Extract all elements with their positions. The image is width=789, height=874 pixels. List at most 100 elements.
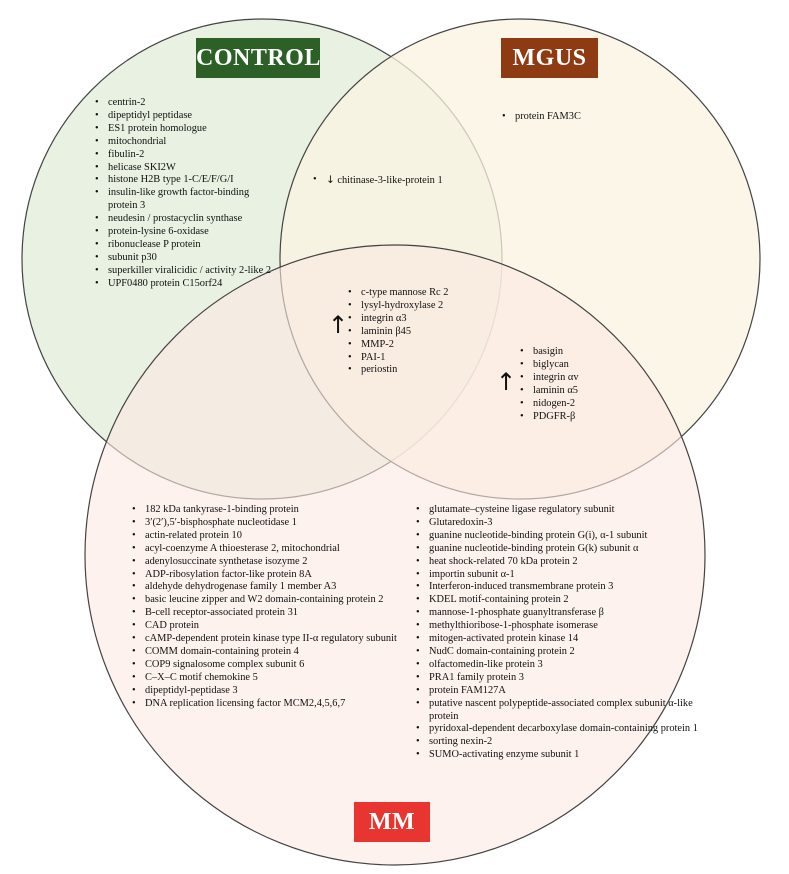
up-arrow-icon: ↑ bbox=[496, 368, 517, 396]
protein-item: 3′(2′),5′-bisphosphate nucleotidase 1 bbox=[131, 517, 407, 530]
protein-item: UPF0480 protein C15orf24 bbox=[94, 278, 280, 291]
control-mgus-list: ↓ chitinase-3-like-protein 1 bbox=[312, 174, 502, 188]
protein-name: methylthioribose-1-phosphate isomerase bbox=[429, 620, 598, 632]
protein-item: COMM domain-containing protein 4 bbox=[131, 646, 407, 659]
protein-item: mitogen-activated protein kinase 14 bbox=[415, 633, 715, 646]
protein-name: helicase SKI2W bbox=[108, 161, 176, 173]
protein-item: acyl-coenzyme A thioesterase 2, mitochon… bbox=[131, 543, 407, 556]
protein-name: C–X–C motif chemokine 5 bbox=[145, 671, 258, 683]
protein-item: heat shock-related 70 kDa protein 2 bbox=[415, 556, 715, 569]
protein-name: ES1 protein homologue bbox=[108, 122, 207, 134]
protein-item: SUMO-activating enzyme subunit 1 bbox=[415, 749, 715, 762]
protein-name: 3′(2′),5′-bisphosphate nucleotidase 1 bbox=[145, 516, 297, 528]
protein-item: fibulin-2 bbox=[94, 149, 280, 162]
protein-item: aldehyde dehydrogenase family 1 member A… bbox=[131, 581, 407, 594]
protein-name: periostin bbox=[361, 364, 398, 376]
protein-item: guanine nucleotide-binding protein G(i),… bbox=[415, 530, 715, 543]
protein-name: ADP-ribosylation factor-like protein 8A bbox=[145, 568, 312, 580]
protein-item: basic leucine zipper and W2 domain-conta… bbox=[131, 594, 407, 607]
protein-item: ADP-ribosylation factor-like protein 8A bbox=[131, 569, 407, 582]
protein-name: PRA1 family protein 3 bbox=[429, 671, 524, 683]
protein-name: mitogen-activated protein kinase 14 bbox=[429, 633, 579, 645]
mm-only-list-right: glutamate–cysteine ligase regulatory sub… bbox=[415, 504, 715, 762]
mm-label: MM bbox=[354, 802, 430, 842]
protein-name: insulin-like growth factor-binding prote… bbox=[108, 187, 250, 212]
protein-name: sorting nexin-2 bbox=[429, 736, 493, 748]
protein-name: chitinase-3-like-protein 1 bbox=[337, 175, 443, 186]
protein-item: integrin αv bbox=[519, 372, 649, 385]
protein-item: protein FAM127A bbox=[415, 685, 715, 698]
protein-name: putative nascent polypeptide-associated … bbox=[429, 697, 693, 722]
protein-item: sorting nexin-2 bbox=[415, 736, 715, 749]
protein-item: CAD protein bbox=[131, 620, 407, 633]
protein-item: NudC domain-containing protein 2 bbox=[415, 646, 715, 659]
protein-name: cAMP-dependent protein kinase type II-α … bbox=[145, 633, 397, 645]
protein-name: Glutaredoxin-3 bbox=[429, 516, 493, 528]
protein-item: ↓ chitinase-3-like-protein 1 bbox=[312, 174, 502, 188]
protein-name: CAD protein bbox=[145, 620, 199, 632]
protein-item: pyridoxal-dependent decarboxylase domain… bbox=[415, 723, 715, 736]
mgus-mm-list: basiginbiglycanintegrin αvlaminin α5nido… bbox=[519, 346, 649, 423]
protein-item: centrin-2 bbox=[94, 97, 280, 110]
protein-name: guanine nucleotide-binding protein G(i),… bbox=[429, 529, 648, 541]
protein-item: importin subunit α-1 bbox=[415, 569, 715, 582]
protein-name: B-cell receptor-associated protein 31 bbox=[145, 607, 298, 619]
mgus-only-list: protein FAM3C bbox=[501, 111, 681, 124]
protein-name: protein FAM3C bbox=[515, 111, 581, 122]
protein-name: glutamate–cysteine ligase regulatory sub… bbox=[429, 504, 615, 515]
protein-item: cAMP-dependent protein kinase type II-α … bbox=[131, 633, 407, 646]
protein-name: dipeptidyl-peptidase 3 bbox=[145, 684, 238, 696]
protein-name: neudesin / prostacyclin synthase bbox=[108, 213, 243, 225]
protein-name: dipeptidyl peptidase bbox=[108, 109, 192, 121]
protein-name: fibulin-2 bbox=[108, 148, 145, 160]
protein-name: biglycan bbox=[533, 358, 569, 370]
protein-item: DNA replication licensing factor MCM2,4,… bbox=[131, 698, 407, 711]
control-label: CONTROL bbox=[196, 38, 320, 78]
protein-item: basigin bbox=[519, 346, 649, 359]
protein-item: PAI-1 bbox=[347, 352, 477, 365]
protein-name: superkiller viralicidic / activity 2-lik… bbox=[108, 264, 272, 276]
protein-item: c-type mannose Rc 2 bbox=[347, 287, 477, 300]
protein-name: protein-lysine 6-oxidase bbox=[108, 226, 209, 238]
protein-name: histone H2B type 1-C/E/F/G/I bbox=[108, 174, 234, 186]
protein-name: subunit p30 bbox=[108, 251, 157, 263]
protein-name: importin subunit α-1 bbox=[429, 568, 515, 580]
protein-name: mitochondrial bbox=[108, 135, 167, 147]
protein-name: integrin αv bbox=[533, 371, 579, 383]
protein-name: 182 kDa tankyrase-1-binding protein bbox=[145, 504, 299, 515]
protein-name: actin-related protein 10 bbox=[145, 529, 242, 541]
protein-item: Glutaredoxin-3 bbox=[415, 517, 715, 530]
protein-name: heat shock-related 70 kDa protein 2 bbox=[429, 555, 578, 567]
protein-item: mannose-1-phosphate guanyltransferase β bbox=[415, 607, 715, 620]
protein-name: MMP-2 bbox=[361, 338, 394, 350]
down-arrow-icon: ↓ bbox=[326, 174, 335, 186]
protein-name: DNA replication licensing factor MCM2,4,… bbox=[145, 697, 346, 709]
protein-item: insulin-like growth factor-binding prote… bbox=[94, 187, 280, 213]
protein-item: COP9 signalosome complex subunit 6 bbox=[131, 659, 407, 672]
protein-item: KDEL motif-containing protein 2 bbox=[415, 594, 715, 607]
protein-item: glutamate–cysteine ligase regulatory sub… bbox=[415, 504, 715, 517]
protein-name: protein FAM127A bbox=[429, 684, 506, 696]
protein-item: lysyl-hydroxylase 2 bbox=[347, 300, 477, 313]
protein-item: laminin β45 bbox=[347, 326, 477, 339]
protein-name: COMM domain-containing protein 4 bbox=[145, 645, 299, 657]
protein-item: Interferon-induced transmembrane protein… bbox=[415, 581, 715, 594]
protein-name: laminin β45 bbox=[361, 325, 412, 337]
control-only-list: centrin-2dipeptidyl peptidaseES1 protein… bbox=[94, 97, 280, 291]
protein-item: B-cell receptor-associated protein 31 bbox=[131, 607, 407, 620]
protein-item: mitochondrial bbox=[94, 136, 280, 149]
protein-name: centrin-2 bbox=[108, 97, 146, 108]
protein-item: protein FAM3C bbox=[501, 111, 681, 124]
protein-item: dipeptidyl peptidase bbox=[94, 110, 280, 123]
protein-name: basic leucine zipper and W2 domain-conta… bbox=[145, 594, 384, 606]
protein-item: PDGFR-β bbox=[519, 411, 649, 424]
protein-name: integrin α3 bbox=[361, 312, 407, 324]
protein-name: adenylosuccinate synthetase isozyme 2 bbox=[145, 555, 308, 567]
protein-item: biglycan bbox=[519, 359, 649, 372]
protein-name: SUMO-activating enzyme subunit 1 bbox=[429, 749, 580, 761]
protein-name: Interferon-induced transmembrane protein… bbox=[429, 581, 614, 593]
protein-name: mannose-1-phosphate guanyltransferase β bbox=[429, 607, 604, 619]
protein-item: putative nascent polypeptide-associated … bbox=[415, 698, 715, 724]
protein-item: actin-related protein 10 bbox=[131, 530, 407, 543]
protein-item: histone H2B type 1-C/E/F/G/I bbox=[94, 174, 280, 187]
